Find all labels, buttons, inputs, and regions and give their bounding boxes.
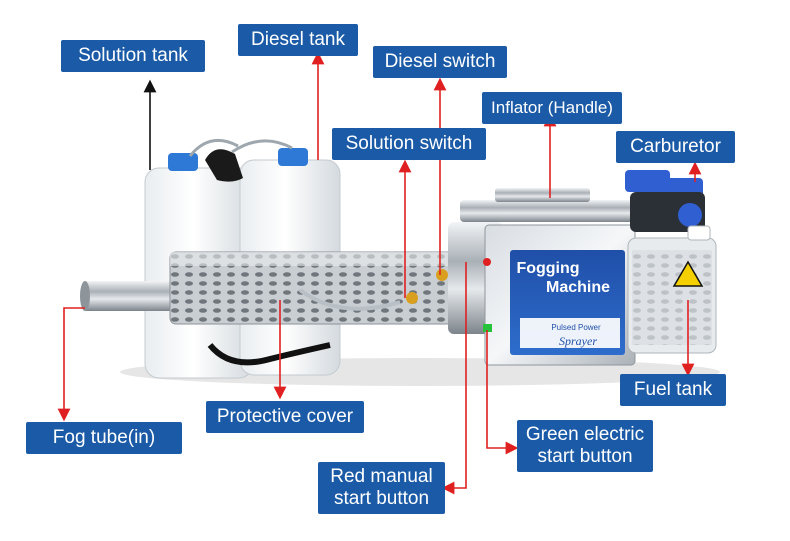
label-protective-cover: Protective cover: [206, 401, 364, 433]
main-housing: Fogging Machine Pulsed Power Sprayer: [483, 224, 636, 366]
brand-line1: Fogging: [516, 260, 579, 277]
label-fog-tube: Fog tube(in): [26, 422, 182, 454]
label-diesel-switch: Diesel switch: [373, 46, 507, 78]
label-red-start-button: Red manual start button: [318, 462, 445, 514]
brand-line2: Machine: [546, 279, 610, 296]
callout-arrows: [57, 51, 702, 495]
fog-tube: [80, 251, 471, 325]
valves: [298, 269, 448, 311]
model-name: Sprayer: [559, 334, 597, 348]
model-line: Pulsed Power: [551, 323, 601, 332]
fuel-tank: [627, 225, 717, 354]
label-fuel-tank: Fuel tank: [620, 374, 726, 406]
label-solution-switch: Solution switch: [332, 128, 486, 160]
label-inflator: Inflator (Handle): [482, 92, 622, 124]
carburetor: [625, 170, 705, 232]
label-green-start-button: Green electric start button: [517, 420, 653, 472]
label-carburetor: Carburetor: [616, 131, 735, 163]
label-diesel-tank: Diesel tank: [238, 24, 358, 56]
label-solution-tank: Solution tank: [61, 40, 205, 72]
